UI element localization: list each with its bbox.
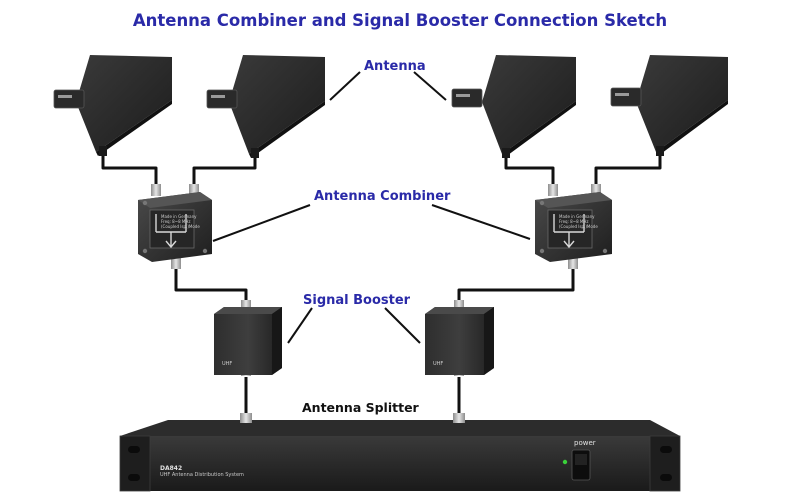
combiner-right: [535, 184, 612, 269]
antenna-4: [610, 55, 728, 156]
combiner-right-face-line-3: (Coupled Isp.)Mode: [559, 224, 598, 229]
antenna-splitter: [119, 413, 681, 492]
antenna-2: [206, 55, 325, 158]
cable-antenna-3-to-combiner-right: [504, 155, 555, 188]
cable-antenna-1-to-combiner-left: [101, 153, 158, 188]
pointer-lines: [212, 71, 531, 344]
cable-combiner-left-to-booster-left: [174, 268, 248, 303]
combiner-left-face-line-3: (Coupled Isp.)Mode: [161, 224, 200, 229]
antenna-1: [53, 55, 172, 156]
power-led: [562, 459, 568, 465]
booster-right-face-text: UHF: [433, 361, 444, 367]
pointer-antenna-right: [413, 71, 447, 101]
booster-left: [214, 300, 282, 376]
pointer-booster-right: [384, 307, 421, 344]
antenna-label: Antenna: [364, 59, 426, 74]
antenna-3: [451, 55, 576, 158]
pointer-antenna-left: [329, 71, 361, 101]
combiner-left-face-line-2: Freq: 8~8 MHz: [161, 219, 191, 224]
combiner-right-face-line-2: Freq: 8~8 MHz: [559, 219, 589, 224]
cable-antenna-2-to-combiner-left: [192, 155, 257, 188]
pointer-combiner-left: [212, 204, 311, 242]
pointer-booster-left: [287, 307, 313, 344]
power-label: power: [574, 439, 596, 447]
diagram-title: Antenna Combiner and Signal Booster Conn…: [132, 11, 668, 30]
antenna-combiner-label: Antenna Combiner: [314, 189, 451, 204]
pointer-combiner-right: [431, 204, 531, 240]
booster-right: [425, 300, 494, 376]
splitter-description: UHF Antenna Distribution System: [160, 472, 244, 478]
cable-antenna-4-to-combiner-right: [594, 153, 662, 188]
combiner-left: [138, 184, 212, 269]
splitter-model: DA842: [160, 465, 183, 472]
booster-left-face-text: UHF: [222, 361, 233, 367]
cable-combiner-right-to-booster-right: [457, 268, 575, 303]
cables: [101, 153, 662, 420]
combiner-right-face-line-1: Made in Germany: [559, 214, 595, 219]
combiner-left-face-line-1: Made in Germany: [161, 214, 197, 219]
antenna-splitter-label: Antenna Splitter: [302, 400, 419, 415]
signal-booster-label: Signal Booster: [303, 293, 411, 308]
